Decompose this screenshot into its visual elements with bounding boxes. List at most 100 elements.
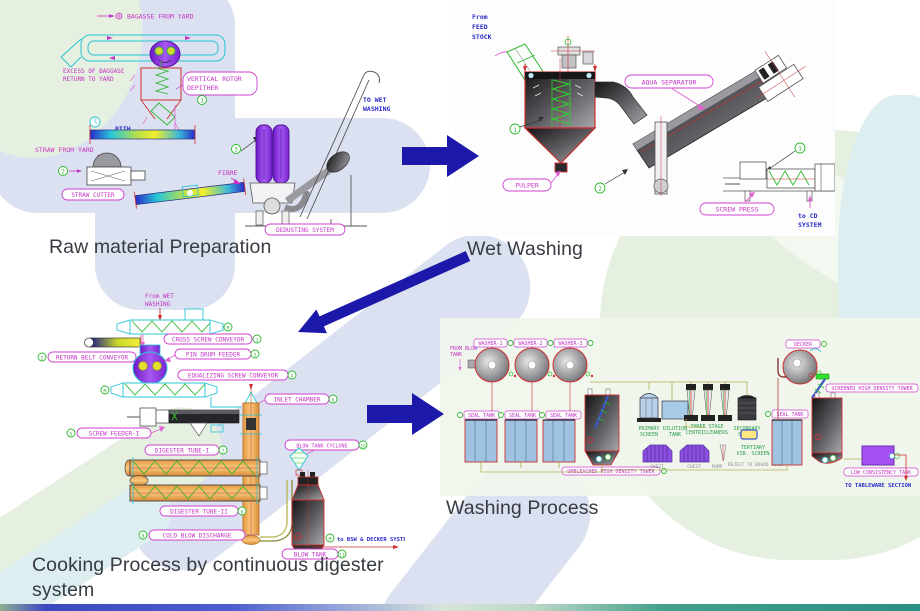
aqua-separator-label: AQUA SEPARATOR bbox=[624, 74, 714, 110]
seal-tanks-left bbox=[464, 419, 576, 463]
depither-label-line2: DEPITHER bbox=[187, 84, 218, 92]
blow-tank-label: BLOW TANK 11 bbox=[281, 548, 347, 560]
cold-blow-label: 9 COLD BLOW DISCHARGE bbox=[138, 529, 257, 541]
marker-1: 1 bbox=[200, 98, 204, 105]
bagasse-feed-annotation: BAGASSE FROM YARD bbox=[97, 13, 194, 21]
straw-from-yard-label: STRAW FROM YARD bbox=[35, 146, 94, 154]
to-wet-line1: TO WET bbox=[363, 96, 387, 104]
to-cd-system-label: to CD SYSTEM bbox=[798, 195, 822, 229]
screw-press-text: SCREW PRESS bbox=[715, 206, 758, 214]
marker-3: 3 bbox=[798, 146, 802, 153]
dilution-line2: TANK bbox=[669, 432, 681, 438]
inlet-chamber-label: INLET CHAMBER 6 bbox=[256, 393, 338, 405]
pump-label: PUMP bbox=[712, 464, 723, 470]
cross-screw-label: CROSS SCREW CONVEYOR 1 bbox=[163, 333, 262, 345]
digester1-text: DIGESTER TUBE-I bbox=[155, 448, 210, 455]
vertical-rotor-depither-label: VERTICAL ROTOR DEPITHER 1 bbox=[175, 71, 258, 105]
dilution-line1: DILUTION bbox=[663, 426, 687, 432]
marker-8: 8 bbox=[241, 510, 244, 516]
screw-feeder-text: SCREW FEEDER-I bbox=[89, 431, 140, 438]
digester2-text: DIGESTER TUBE-II bbox=[170, 509, 228, 516]
return-belt-text: RETURN BELT CONVEYOR bbox=[56, 355, 129, 362]
cold-blow-text: COLD BLOW DISCHARGE bbox=[163, 533, 232, 540]
marker-7: 7 bbox=[222, 449, 225, 455]
process-piping bbox=[480, 381, 862, 473]
flow-arrow-right-top-icon bbox=[402, 135, 479, 177]
return-belt bbox=[84, 335, 142, 350]
feed-line2: FEED bbox=[472, 23, 488, 31]
seal-tank-right: SEAL TANK bbox=[765, 409, 809, 466]
seal-tank-label-3: SEAL TANK bbox=[550, 413, 577, 419]
excess-line2: RETURN TO YARD bbox=[63, 76, 114, 83]
bottom-accent-bar bbox=[0, 604, 920, 611]
motor-m: M bbox=[104, 389, 107, 395]
primary-screen-line2: SCREEN bbox=[640, 432, 658, 438]
to-wet-line2: WASHING bbox=[363, 105, 390, 113]
blow-tank-text: BLOW TANK bbox=[294, 552, 327, 559]
pulper-text: PULPER bbox=[515, 182, 539, 190]
aqua-separator-text: AQUA SEPARATOR bbox=[642, 79, 697, 87]
motor-m: M bbox=[227, 326, 230, 332]
primary-screen-line1: PRIMARY bbox=[638, 426, 659, 432]
depither-label-line1: VERTICAL ROTOR bbox=[187, 75, 242, 83]
marker-3: 3 bbox=[234, 147, 238, 154]
feed-line3: STOCK bbox=[472, 33, 492, 41]
primary-screen: PRIMARY SCREEN bbox=[637, 393, 661, 438]
tertiary-line2: VIB. SCREEN bbox=[736, 451, 769, 457]
digester-tube-2 bbox=[129, 475, 268, 504]
marker-4: 4 bbox=[291, 374, 294, 380]
pump-and-reject: PUMP REJECT TO BOARD MILL bbox=[712, 444, 782, 470]
washing-process-diagram: FROM BLOW TANK WASHER-1 WASHE bbox=[440, 318, 920, 496]
pith-belt: PITH bbox=[89, 105, 196, 144]
incline-conveyor bbox=[284, 70, 380, 226]
right-red-piping bbox=[777, 378, 908, 481]
to-bsw-label: M to BSW & DECKER SYSTEM bbox=[313, 533, 405, 549]
marker-9: 9 bbox=[142, 534, 145, 540]
cd-line1: to CD bbox=[798, 212, 818, 220]
flow-arrow-right-bottom-icon bbox=[367, 393, 444, 435]
seal-tank-labels-left: SEAL TANK SEAL TANK SEAL TANK bbox=[457, 410, 582, 420]
decker-label: DECKER bbox=[794, 342, 813, 348]
fibre-label: FIBRE bbox=[218, 169, 241, 184]
cyclone bbox=[289, 447, 309, 476]
tertiary-screen: TERTIARY VIB. SCREEN bbox=[736, 429, 770, 457]
to-tableware-label: TO TABLEWARE SECTION bbox=[845, 483, 911, 489]
from-blow-line2: TANK bbox=[450, 352, 462, 358]
pin-drum-text: PIN DRUM FEEDER bbox=[186, 352, 241, 359]
pulper-label: 1 PULPER bbox=[502, 117, 561, 192]
chest-label-1: CHEST bbox=[650, 464, 664, 470]
from-wet-washing-label: From WET WASHING bbox=[145, 293, 174, 321]
marker-6: 6 bbox=[332, 398, 335, 404]
cyclone-text: BLOW TANK CYCLONE bbox=[296, 444, 347, 450]
washer3-label: WASHER-3 bbox=[558, 341, 582, 347]
from-blow-tank-label: FROM BLOW TANK bbox=[450, 346, 478, 371]
caption-raw-material: Raw material Preparation bbox=[49, 236, 272, 258]
raw-material-preparation-diagram: BAGASSE FROM YARD VERTICAL ROTOR DEP bbox=[35, 13, 390, 236]
fibre-belt bbox=[134, 178, 247, 209]
dedusting-towers: 3 bbox=[231, 124, 367, 227]
centricleaners: THREE STAGE CENTRICLEANERS bbox=[684, 384, 732, 436]
cd-line2: SYSTEM bbox=[798, 221, 822, 229]
equalizing-text: EQUALIZING SCREW CONVEYOR bbox=[188, 373, 279, 380]
screw-feeder-label: 5 SCREW FEEDER-I bbox=[66, 426, 165, 439]
low-consistency-tank: LOW CONSISTENCY TANK TO TABLEWARE SECTIO… bbox=[843, 445, 919, 489]
marker-1: 1 bbox=[256, 338, 259, 344]
three-stage-line1: THREE STAGE bbox=[690, 424, 723, 430]
three-stage-line2: CENTRICLEANERS bbox=[686, 430, 728, 436]
low-consistency-label: LOW CONSISTENCY TANK bbox=[851, 470, 911, 476]
blow-tank-cyclone-label: BLOW TANK CYCLONE 10 bbox=[284, 439, 368, 456]
washer2-label: WASHER-2 bbox=[518, 341, 542, 347]
from-wet-line2: WASHING bbox=[145, 301, 171, 308]
straw-cutter: STRAW FROM YARD 2 STRAW CUTTER bbox=[35, 146, 146, 201]
equalizing-conveyor: M bbox=[100, 382, 241, 408]
caption-wet-washing: Wet Washing bbox=[467, 238, 583, 260]
to-bsw-text: to BSW & DECKER SYSTEM bbox=[337, 537, 405, 543]
washer1-label: WASHER-1 bbox=[478, 341, 502, 347]
inlet-chamber-text: INLET CHAMBER bbox=[274, 397, 321, 404]
digester-tube-1 bbox=[124, 457, 268, 479]
depither-duct bbox=[60, 34, 226, 68]
pith-label: PITH bbox=[115, 125, 131, 133]
chest-label-2: CHEST bbox=[687, 464, 701, 470]
chests: CHEST CHEST bbox=[642, 444, 710, 470]
bagasse-from-yard-label: BAGASSE FROM YARD bbox=[127, 13, 194, 21]
